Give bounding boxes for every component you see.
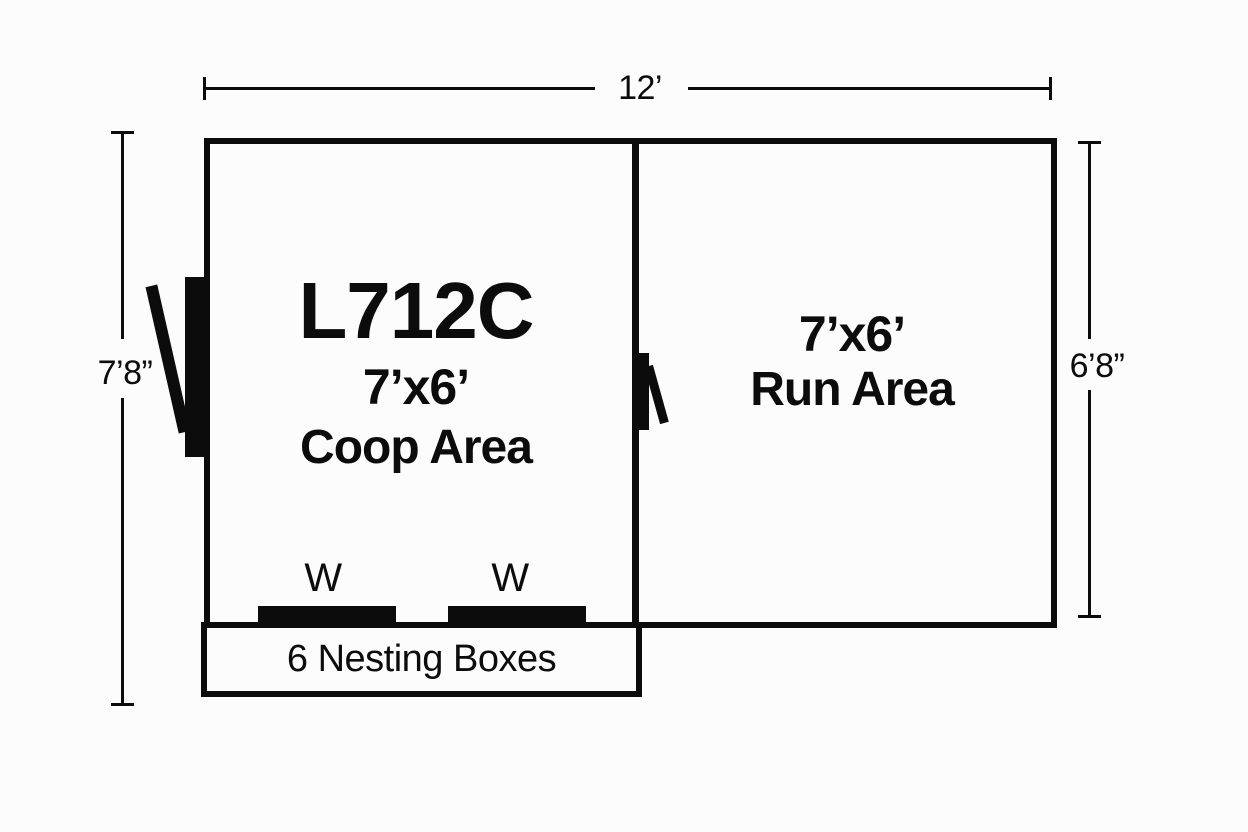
width-dimension-line-left-segment <box>205 87 595 90</box>
coop-area-label: Coop Area <box>300 421 533 474</box>
width-dimension-left-tick <box>203 77 206 100</box>
run-area-label: Run Area <box>750 363 955 416</box>
overall-width-label: 12’ <box>618 69 662 107</box>
right-height-label: 6’8” <box>1069 347 1125 385</box>
run-size-label: 7’x6’ <box>798 306 906 362</box>
window-marker-right: W <box>491 556 529 600</box>
model-label: L712C <box>298 266 534 355</box>
window-bar-right <box>448 606 586 624</box>
width-dimension-line-right-segment <box>688 87 1052 90</box>
run-door-bar <box>639 353 649 430</box>
left-dimension-line-lower-segment <box>121 398 124 706</box>
right-dimension-line-lower-segment <box>1088 390 1091 618</box>
left-dimension-line-upper-segment <box>121 131 124 339</box>
width-dimension-right-tick <box>1049 77 1052 100</box>
nesting-boxes-label: 6 Nesting Boxes <box>286 638 557 680</box>
partition-wall <box>632 138 639 628</box>
coop-door-bar <box>185 277 205 457</box>
left-height-label: 7’8” <box>97 354 153 392</box>
nesting-box-outline: 6 Nesting Boxes <box>201 622 642 697</box>
window-marker-left: W <box>304 556 342 600</box>
window-bar-left <box>258 606 396 624</box>
right-dimension-line-upper-segment <box>1088 141 1091 339</box>
coop-size-label: 7’x6’ <box>362 359 470 415</box>
